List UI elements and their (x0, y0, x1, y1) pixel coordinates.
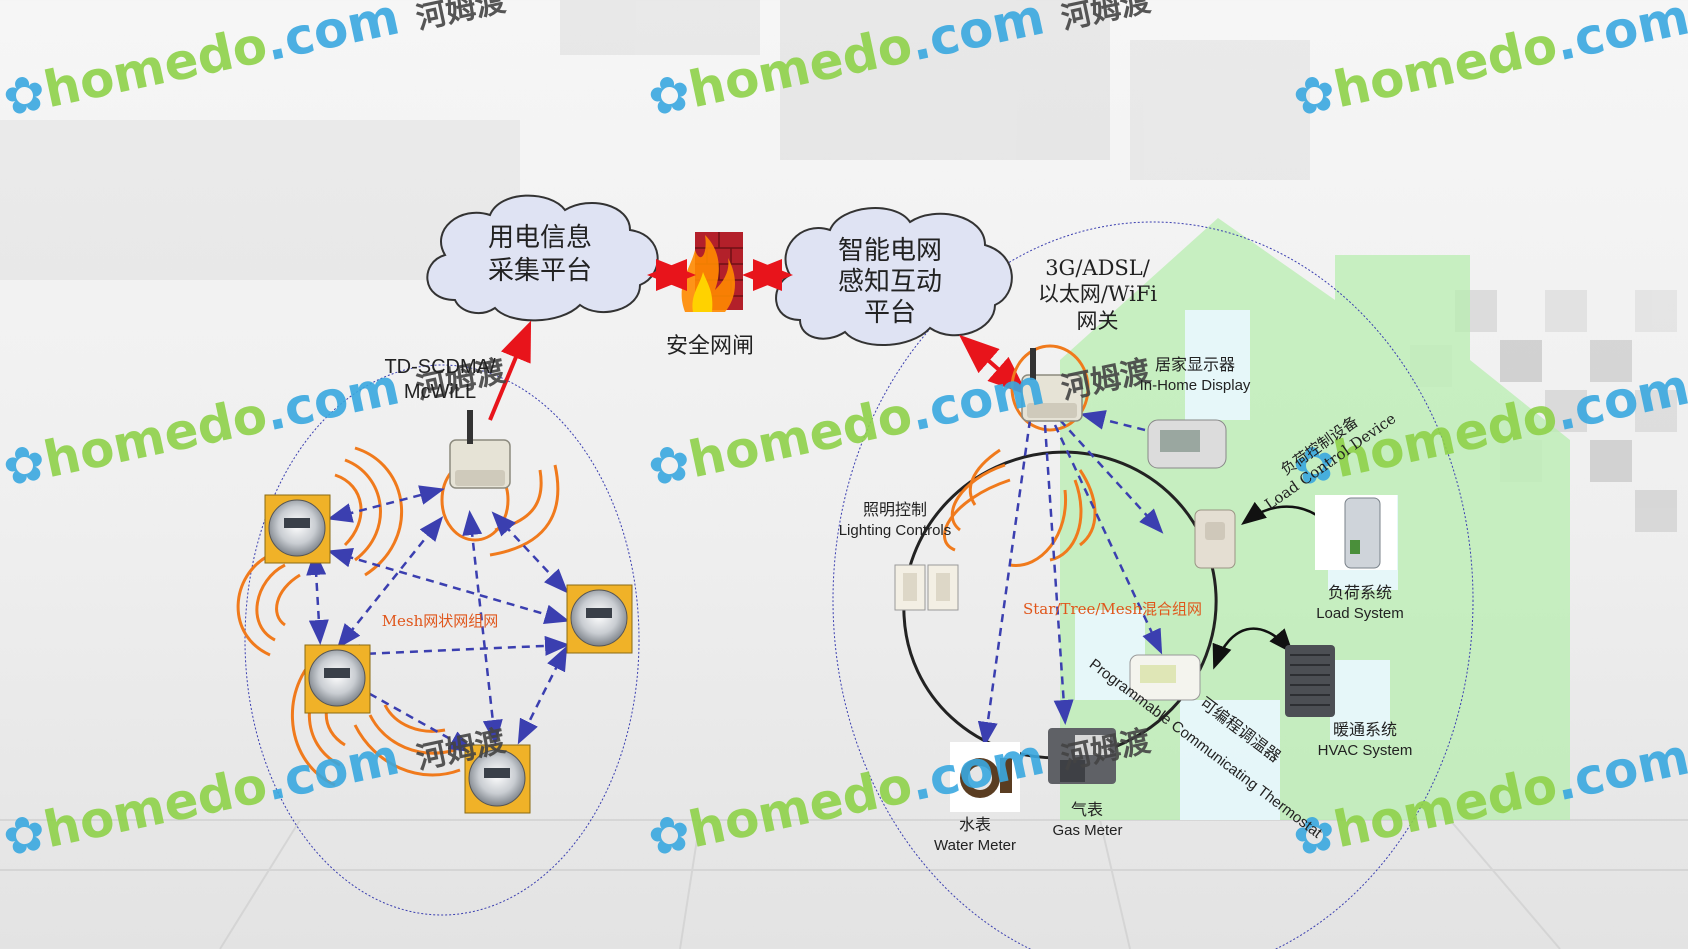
load-system-icon (1315, 495, 1397, 570)
in-home-display-icon (1147, 419, 1227, 469)
smart-meter-1 (264, 494, 331, 564)
firewall-label: 安全网闸 (665, 334, 754, 359)
mesh-network-boundary (244, 364, 640, 916)
star-tree-label: Star/Tree/Mesh混合组网 (1022, 600, 1203, 618)
gas-meter-label-zh: 气表 (1070, 800, 1103, 819)
gateway-icon (1021, 348, 1083, 422)
water-meter-label-en: Water Meter (934, 837, 1016, 854)
mesh-links (306, 485, 570, 753)
hvac-icon (1285, 645, 1335, 717)
cloud-collection-platform (426, 194, 659, 322)
cloud-interaction-label: 智能电网 感知互动 平台 (837, 236, 942, 329)
lighting-controls-label-zh: 照明控制 (862, 500, 927, 519)
hvac-label-en: HVAC System (1317, 742, 1413, 759)
load-control-device-icon (1194, 509, 1236, 569)
gas-meter-label-en: Gas Meter (1052, 822, 1123, 839)
home-network-boundary (832, 221, 1474, 949)
in-home-display-label-en: In-Home Display (1139, 377, 1251, 394)
hvac-label-zh: 暖通系统 (1332, 720, 1397, 739)
smart-meter-3 (304, 644, 371, 714)
in-home-display-label-zh: 居家显示器 (1154, 355, 1235, 374)
lighting-controls-label-en: Lighting Controls (838, 522, 952, 539)
arrow-router-collection (488, 320, 532, 421)
cloud-collection-label: 用电信息 采集平台 (487, 223, 592, 286)
home-links (977, 410, 1164, 747)
load-system-label-en: Load System (1316, 605, 1404, 622)
load-system-label-zh: 负荷系统 (1327, 583, 1392, 602)
gas-meter-icon (1048, 728, 1116, 784)
smart-meter-4 (464, 744, 531, 814)
thermostat-icon (1129, 654, 1201, 701)
lighting-controls-icon (894, 564, 959, 611)
mesh-label: Mesh网状网组网 (381, 612, 499, 630)
world-map-background (0, 0, 1310, 280)
td-scdma-label: TD-SCDMA/ McWiLL (384, 356, 496, 403)
smart-meter-2 (566, 584, 633, 654)
firewall-icon (681, 232, 743, 312)
arrow-thermostat-hvac (1212, 627, 1294, 670)
gateway-label: 3G/ADSL/ 以太网/WiFi 网关 (1037, 256, 1158, 333)
water-meter-label-zh: 水表 (958, 815, 991, 834)
gateway-wireless-waves (943, 344, 1097, 567)
water-meter-icon (950, 742, 1020, 812)
cloud-interaction-platform (775, 207, 1013, 347)
router-icon (449, 410, 511, 489)
